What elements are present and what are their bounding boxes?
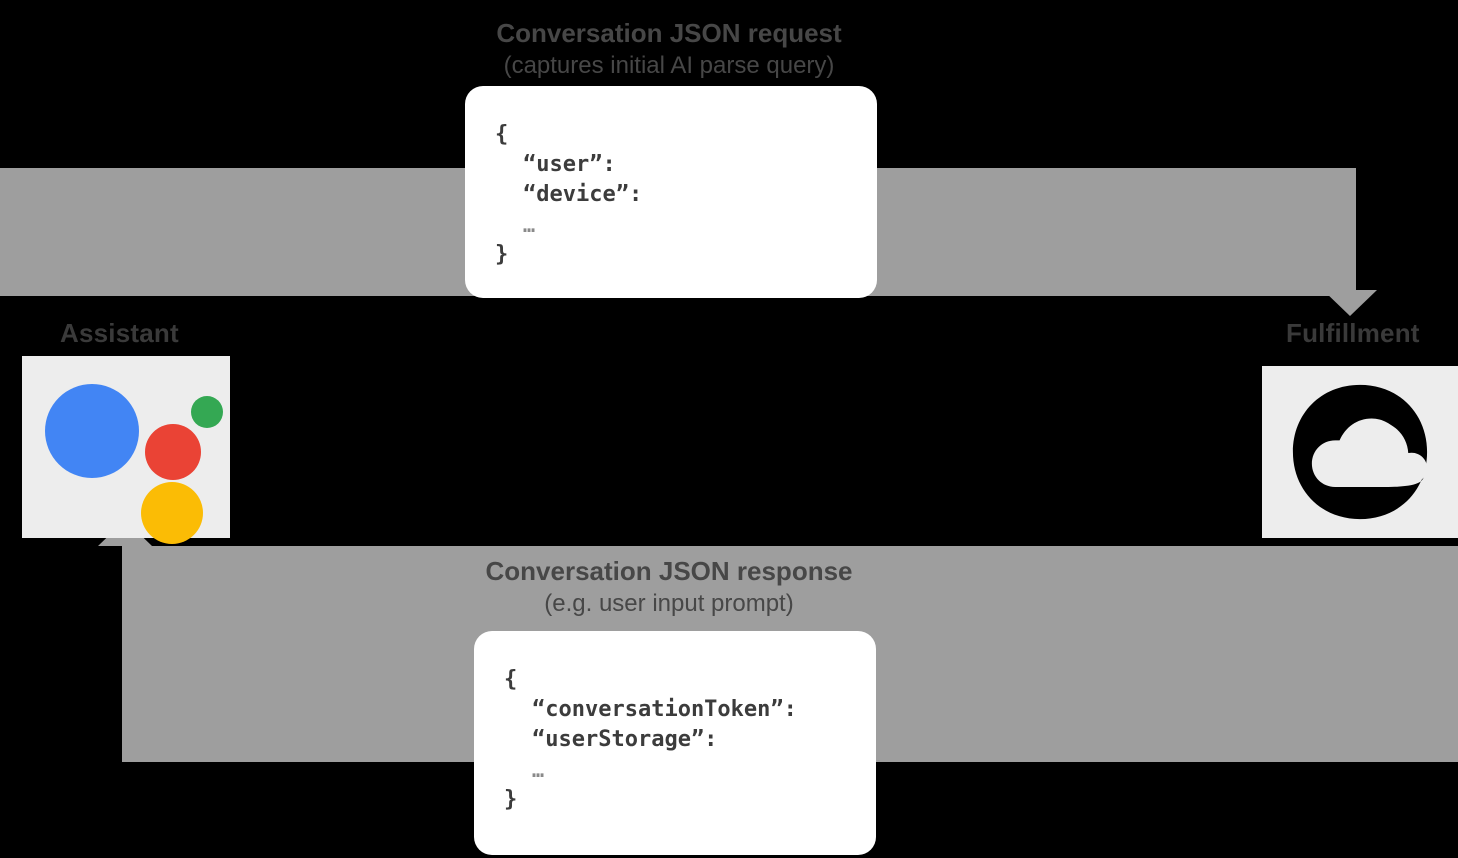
json-line: …: [523, 213, 536, 237]
response-caption-title: Conversation JSON response: [485, 556, 853, 586]
assistant-node-label: Assistant: [60, 318, 179, 348]
fulfillment-node[interactable]: [1262, 366, 1458, 538]
json-line: “userStorage”:: [532, 727, 718, 752]
response-json-card: { “conversationToken”: “userStorage”: … …: [474, 631, 876, 855]
request-arrow-head-icon: [1323, 290, 1377, 316]
json-line: “user”:: [523, 152, 616, 177]
json-line: {: [495, 122, 509, 147]
request-caption-subtitle: (captures initial AI parse query): [503, 52, 835, 79]
json-line: …: [532, 758, 545, 782]
green-dot-icon: [191, 396, 223, 428]
request-caption-title: Conversation JSON request: [496, 18, 842, 48]
json-line: }: [495, 242, 509, 267]
google-assistant-dots-icon: [41, 372, 223, 544]
red-dot-icon: [145, 424, 201, 480]
response-caption-subtitle: (e.g. user input prompt): [544, 590, 794, 617]
json-line: }: [504, 787, 518, 812]
json-line: “conversationToken”:: [532, 697, 797, 722]
fulfillment-node-label: Fulfillment: [1286, 318, 1420, 348]
response-caption: Conversation JSON response (e.g. user in…: [369, 554, 969, 620]
json-line: “device”:: [523, 182, 643, 207]
json-line: {: [504, 667, 518, 692]
assistant-node[interactable]: [22, 356, 230, 544]
blue-dot-icon: [45, 384, 139, 478]
request-json-card: { “user”: “device”: … }: [465, 86, 877, 298]
cloud-icon: [1292, 384, 1428, 520]
yellow-dot-icon: [141, 482, 203, 544]
request-caption: Conversation JSON request (captures init…: [369, 16, 969, 82]
